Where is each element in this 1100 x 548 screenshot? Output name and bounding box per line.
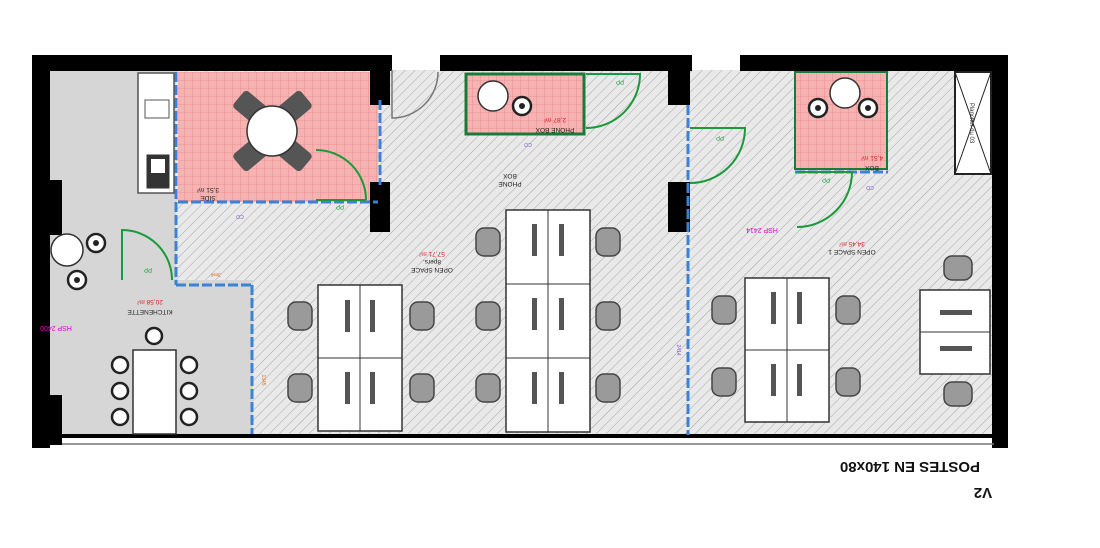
open-space-1-label: OPEN SPACE 1 bbox=[828, 248, 876, 255]
desk-block-3 bbox=[744, 277, 830, 423]
wall-top-right bbox=[740, 55, 1008, 71]
side-area: 3,51 m² bbox=[196, 186, 219, 193]
phone-box-1-area: 2,87 m² bbox=[543, 116, 566, 123]
svg-text:CO: CO bbox=[236, 213, 244, 219]
kitchen-table-chairs bbox=[110, 326, 199, 427]
left-pillar-2 bbox=[32, 395, 62, 445]
wall-pillar-3 bbox=[668, 55, 690, 105]
phone-box-1-walls bbox=[464, 72, 586, 136]
cabinet-label: Plancher du 03 bbox=[968, 103, 974, 144]
open-space-area: 57,71 m² bbox=[418, 250, 444, 257]
left-pillar bbox=[32, 180, 62, 235]
desk-block-4 bbox=[919, 289, 991, 375]
wall-left bbox=[32, 55, 50, 448]
kitchen-long-table bbox=[132, 349, 177, 435]
side-meeting-table bbox=[233, 90, 312, 172]
orange-tags: 3m4 1345 bbox=[211, 271, 266, 386]
wall-pillar-1 bbox=[370, 55, 390, 105]
kitchen-chair-icon-1 bbox=[85, 232, 107, 254]
wall-bottom-sill bbox=[48, 434, 994, 438]
svg-text:PP: PP bbox=[822, 176, 830, 182]
wall-pillar-2 bbox=[370, 182, 390, 232]
wall-right bbox=[992, 55, 1008, 448]
svg-text:3m4: 3m4 bbox=[211, 271, 221, 277]
box-chair-icon-2 bbox=[857, 97, 879, 119]
phone-box-2-sub: BOX bbox=[502, 172, 516, 179]
kitchenette-label: KITCHENETTE bbox=[127, 308, 173, 315]
phone-box-2-label: PHONE bbox=[498, 180, 522, 187]
open-space-sub: 8pers. bbox=[423, 258, 441, 265]
box-walls bbox=[794, 71, 888, 170]
doors bbox=[121, 73, 854, 281]
kitchenette-area: 20,58 m² bbox=[136, 298, 162, 305]
wall-top-left bbox=[32, 55, 392, 71]
svg-text:PP: PP bbox=[336, 203, 344, 209]
kitchenette-hsp: HSP 2400 bbox=[40, 324, 72, 331]
desk-block-1 bbox=[317, 284, 403, 432]
plan-version: V2 bbox=[974, 484, 992, 501]
box-table bbox=[829, 77, 861, 109]
side-label: SIDE bbox=[200, 194, 216, 201]
svg-text:PP: PP bbox=[144, 266, 152, 272]
door-tags: PP PP PP PP PP bbox=[144, 78, 830, 272]
desk-chairs bbox=[287, 227, 973, 407]
open-space-1-hsp: HSP 2414 bbox=[746, 226, 778, 233]
open-space-1-area: 34,45 m² bbox=[838, 240, 864, 247]
wall-top-mid bbox=[440, 55, 692, 71]
box-chair-icon-1 bbox=[807, 97, 829, 119]
open-space-label: OPEN SPACE bbox=[410, 266, 452, 273]
kitchen-chair-icon-2 bbox=[66, 269, 88, 291]
box-area: 4,51 m² bbox=[860, 154, 883, 161]
plan-title: POSTES EN 140x80 bbox=[840, 458, 980, 475]
box-label: BOX bbox=[864, 164, 878, 171]
svg-text:2414: 2414 bbox=[675, 344, 681, 355]
entrance-door bbox=[391, 70, 439, 119]
sink-icon bbox=[144, 99, 170, 119]
kitchen-round-table bbox=[50, 233, 84, 267]
svg-text:1345: 1345 bbox=[260, 374, 266, 385]
phone-box-1-table bbox=[477, 80, 509, 112]
wall-tags: CO CO CO 2414 bbox=[236, 141, 874, 356]
wall-pillar-4 bbox=[668, 182, 690, 232]
monitor-icons bbox=[345, 224, 972, 404]
phone-box-1-chair-icon bbox=[511, 95, 533, 117]
svg-text:PP: PP bbox=[716, 134, 724, 140]
fridge-door-icon bbox=[151, 159, 165, 173]
cabinet-icon: Plancher du 03 bbox=[954, 71, 992, 175]
room-labels: SIDE 3,51 m² OPEN SPACE 8pers. 57,71 m² … bbox=[127, 116, 883, 315]
svg-text:CO: CO bbox=[866, 184, 874, 190]
desk-block-2 bbox=[505, 209, 591, 433]
partitions bbox=[174, 72, 888, 435]
phone-box-1-label: PHONE BOX bbox=[535, 126, 574, 133]
svg-text:CO: CO bbox=[524, 141, 532, 147]
svg-text:PP: PP bbox=[616, 78, 624, 84]
